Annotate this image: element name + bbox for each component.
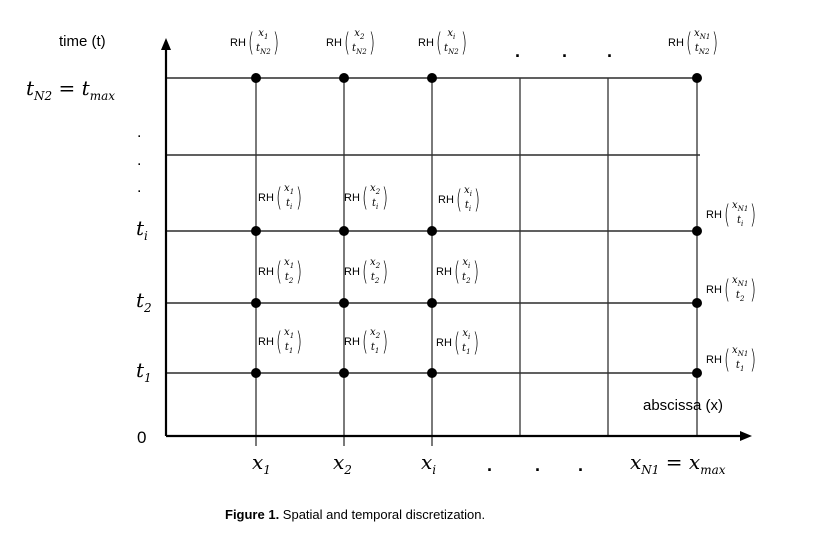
rh-prefix: RH [258, 192, 274, 204]
origin-label: 0 [137, 428, 147, 447]
grid-node [339, 226, 349, 236]
grid-node [251, 298, 261, 308]
y-tick-label: t1 [136, 358, 152, 385]
rh-prefix: RH [438, 194, 454, 206]
x-axis-arrow [740, 431, 752, 441]
grid-node [692, 73, 702, 83]
y-axis-label: time (t) [59, 33, 106, 50]
rh-prefix: RH [668, 37, 684, 49]
rh-prefix: RH [344, 336, 360, 348]
rh-prefix: RH [436, 266, 452, 278]
grid-node [251, 368, 261, 378]
y-tick-label: t2 [136, 288, 152, 315]
ellipsis-dot: . [578, 455, 584, 475]
rh-prefix: RH [418, 37, 434, 49]
rh-prefix: RH [230, 37, 246, 49]
figure-caption: Figure 1. Spatial and temporal discretiz… [225, 506, 485, 524]
x-tick-label: x2 [333, 450, 352, 477]
grid-node [692, 226, 702, 236]
y-axis-arrow [161, 38, 171, 50]
grid-node [251, 73, 261, 83]
x-axis-label: abscissa (x) [643, 397, 724, 414]
rh-prefix: RH [706, 284, 722, 296]
grid-node [339, 368, 349, 378]
y-tick-label: ti [136, 216, 148, 243]
x-tick-label: x1 [252, 450, 271, 477]
rh-prefix: RH [706, 354, 722, 366]
ellipsis-dot: . [487, 455, 493, 475]
ellipsis-dot: . [607, 41, 613, 61]
grid-node [692, 298, 702, 308]
grid-node [339, 298, 349, 308]
rh-prefix: RH [258, 266, 274, 278]
grid-node [427, 298, 437, 308]
rh-prefix: RH [436, 337, 452, 349]
x-tick-label: xN1 = xmax [630, 450, 726, 477]
x-tick-label: xi [421, 450, 437, 477]
grid-node [251, 226, 261, 236]
grid-node [427, 368, 437, 378]
ellipsis-dot: . [137, 179, 142, 196]
rh-prefix: RH [344, 266, 360, 278]
rh-prefix: RH [344, 192, 360, 204]
ellipsis-dot: . [535, 455, 541, 475]
y-tick-label: tN2 = tmax [26, 76, 116, 103]
caption-text: Spatial and temporal discretization. [279, 507, 486, 522]
rh-prefix: RH [258, 336, 274, 348]
ellipsis-dot: . [562, 41, 568, 61]
ellipsis-dot: . [515, 41, 521, 61]
grid-node [427, 226, 437, 236]
rh-prefix: RH [706, 209, 722, 221]
rh-prefix: RH [326, 37, 342, 49]
ellipsis-dot: . [137, 152, 142, 169]
ellipsis-dot: . [137, 124, 142, 141]
grid-node [339, 73, 349, 83]
grid-node [427, 73, 437, 83]
caption-label: Figure 1. [225, 507, 280, 522]
grid-node [692, 368, 702, 378]
